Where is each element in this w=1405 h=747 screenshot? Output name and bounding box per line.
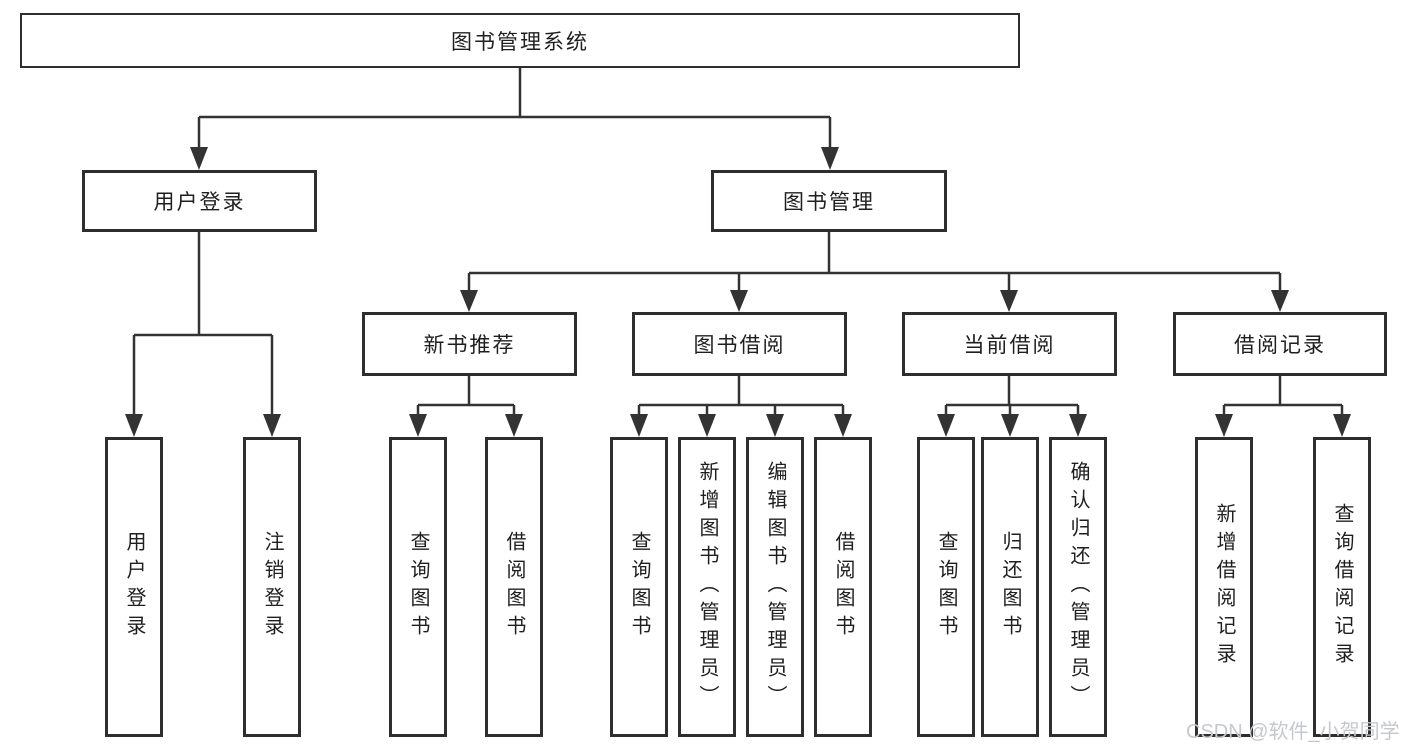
leaf-query-borrow-record: 查询借阅记录 [1313, 437, 1371, 737]
leaf-logout: 注销登录 [243, 437, 301, 737]
node-label: 图书管理系统 [451, 30, 589, 54]
node-book-management: 图书管理 [711, 170, 947, 232]
connector-borrow-records-to-leaves [1215, 376, 1351, 437]
leaf-query-books-recommend: 查询图书 [389, 437, 447, 737]
arrowhead-icon [630, 414, 648, 437]
node-label: 借阅图书 [503, 531, 525, 643]
leaf-borrow-books-recommend: 借阅图书 [485, 437, 543, 737]
arrowhead-icon [263, 414, 281, 437]
connector-current-borrow-to-leaves [937, 376, 1087, 437]
arrowhead-icon [460, 290, 478, 312]
node-new-book-recommend: 新书推荐 [362, 312, 577, 376]
arrowhead-icon [1001, 414, 1019, 437]
node-label: 当前借阅 [963, 334, 1056, 357]
node-book-borrow: 图书借阅 [632, 312, 847, 376]
connector-book-borrow-to-leaves [630, 376, 852, 437]
node-borrow-records: 借阅记录 [1173, 312, 1387, 376]
leaf-add-borrow-record: 新增借阅记录 [1195, 437, 1253, 737]
connector-book-management-to-sections [460, 232, 1289, 312]
arrowhead-icon [125, 414, 143, 437]
leaf-query-books-borrow: 查询图书 [610, 437, 668, 737]
node-label: 用户登录 [123, 531, 145, 643]
node-label: 注销登录 [261, 531, 283, 643]
connector-user-login-to-leaves [125, 232, 281, 437]
node-label: 新增借阅记录 [1213, 503, 1235, 671]
leaf-confirm-return-admin: 确认归还（管理员） [1049, 437, 1107, 737]
node-user-login: 用户登录 [82, 170, 317, 232]
node-root-library-management-system: 图书管理系统 [20, 13, 1020, 68]
arrowhead-icon [409, 414, 427, 437]
leaf-edit-books-admin: 编辑图书（管理员） [746, 437, 804, 737]
csdn-watermark: CSDN @软件_小贺同学 [1186, 721, 1400, 743]
leaf-return-books: 归还图书 [981, 437, 1039, 737]
leaf-borrow-books: 借阅图书 [814, 437, 872, 737]
arrowhead-icon [937, 414, 955, 437]
node-label: 编辑图书（管理员） [764, 461, 786, 713]
node-label: 查询图书 [628, 531, 650, 643]
node-label: 新增图书（管理员） [696, 461, 718, 713]
node-label: 查询图书 [935, 531, 957, 643]
node-label: 图书管理 [783, 191, 875, 214]
arrowhead-icon [1271, 290, 1289, 312]
node-label: 查询借阅记录 [1331, 503, 1353, 671]
arrowhead-icon [834, 414, 852, 437]
node-label: 借阅图书 [832, 531, 854, 643]
connector-root-to-level2 [190, 68, 839, 170]
arrowhead-icon [505, 414, 523, 437]
node-label: 借阅记录 [1234, 334, 1326, 357]
arrowhead-icon [821, 147, 839, 170]
arrowhead-icon [766, 414, 784, 437]
arrowhead-icon [1000, 290, 1018, 312]
node-label: 查询图书 [407, 531, 429, 643]
arrowhead-icon [1215, 414, 1233, 437]
arrowhead-icon [1333, 414, 1351, 437]
leaf-user-login: 用户登录 [105, 437, 163, 737]
node-label: 确认归还（管理员） [1067, 461, 1089, 713]
node-label: 新书推荐 [423, 334, 516, 357]
arrowhead-icon [1069, 414, 1087, 437]
node-current-borrow: 当前借阅 [902, 312, 1117, 376]
node-label: 图书借阅 [693, 334, 786, 357]
node-label: 用户登录 [153, 191, 246, 214]
arrowhead-icon [190, 147, 208, 170]
arrowhead-icon [698, 414, 716, 437]
node-label: 归还图书 [999, 531, 1021, 643]
connector-new-book-recommend-to-leaves [409, 376, 523, 437]
leaf-add-books-admin: 新增图书（管理员） [678, 437, 736, 737]
leaf-query-books-current: 查询图书 [917, 437, 975, 737]
arrowhead-icon [730, 290, 748, 312]
